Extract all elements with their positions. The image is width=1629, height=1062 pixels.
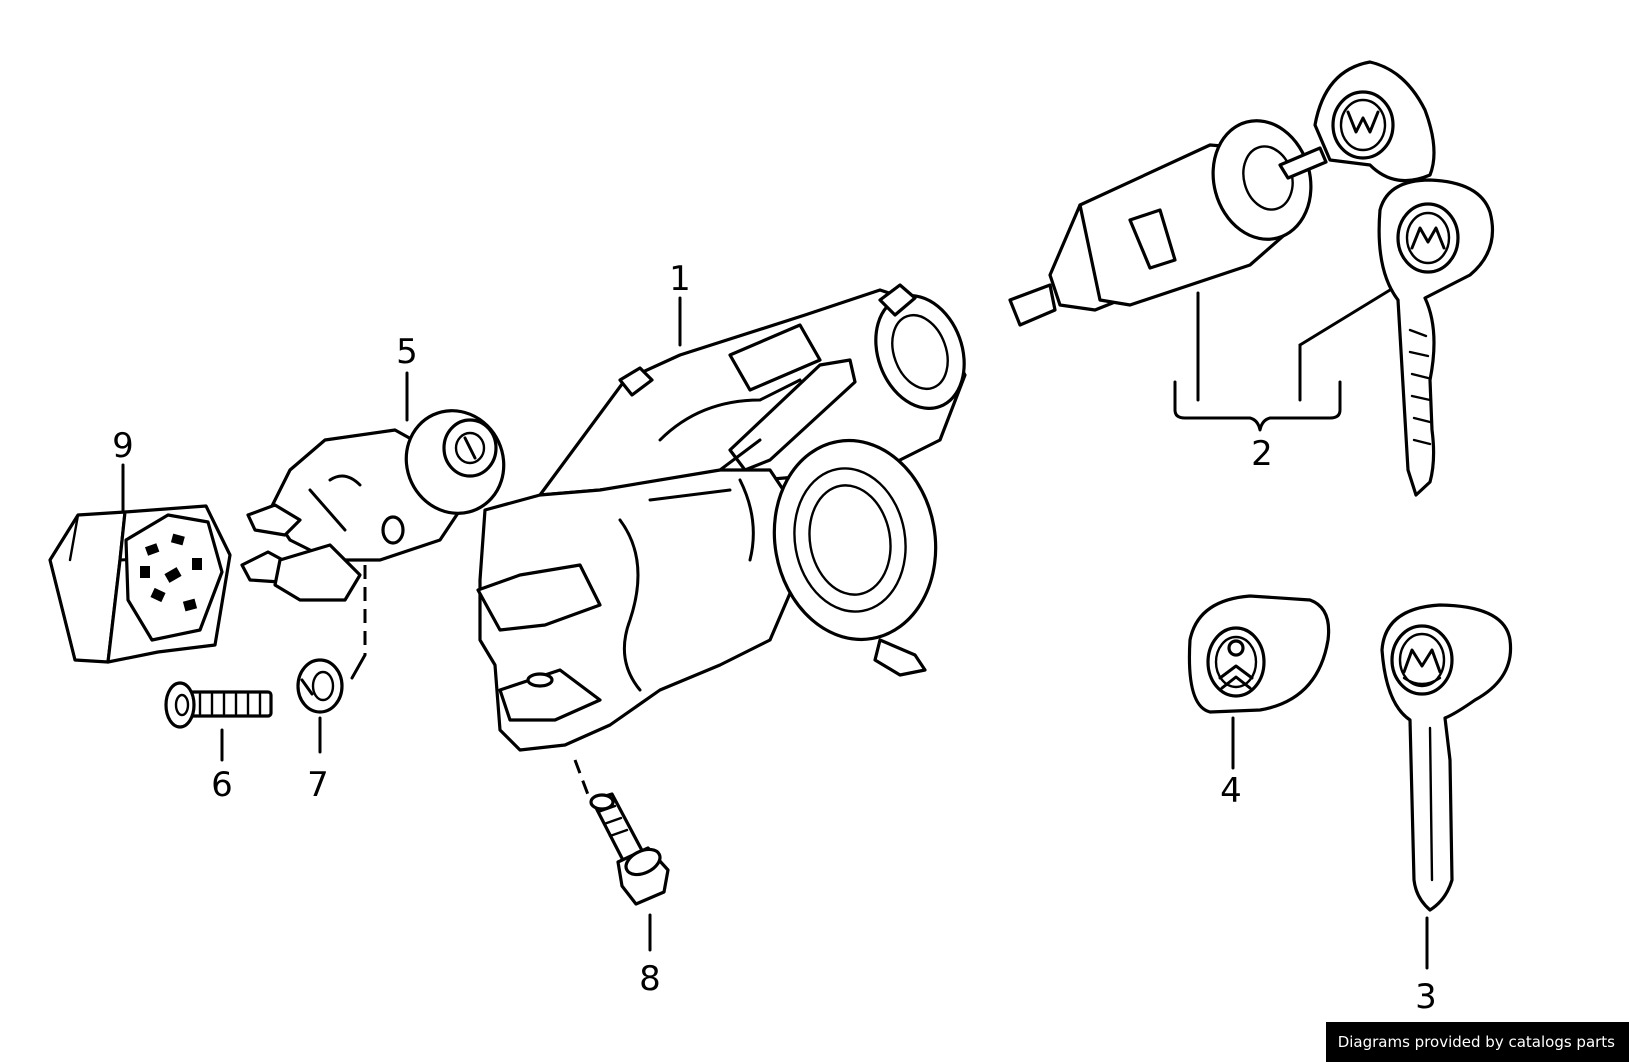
credit-label: Diagrams provided by catalogs parts	[1325, 1022, 1629, 1062]
part-5-ignition-switch[interactable]	[240, 395, 520, 680]
callout-6: 6	[211, 765, 233, 805]
part-6-screw[interactable]	[164, 681, 273, 729]
part-8-hex-bolt[interactable]	[573, 759, 670, 906]
callout-labels: 1 2 3 4 5 6 7 8 9	[112, 259, 1437, 1017]
leader-lines	[121, 296, 1429, 970]
part-9-connector-plug[interactable]	[48, 504, 232, 664]
part-2-lock-cylinder-with-keys[interactable]	[1008, 60, 1495, 497]
callout-5: 5	[396, 332, 418, 372]
part-7-spring-washer[interactable]	[296, 658, 344, 714]
callout-7: 7	[307, 765, 329, 805]
callout-9: 9	[112, 426, 134, 466]
part-3-key[interactable]	[1380, 603, 1513, 912]
callout-4: 4	[1220, 771, 1242, 811]
callout-1: 1	[669, 259, 691, 299]
callout-2: 2	[1251, 434, 1273, 474]
part-1-steering-lock-housing[interactable]	[476, 283, 979, 752]
part-4-key-cover[interactable]	[1187, 594, 1331, 714]
callout-8: 8	[639, 959, 661, 999]
callout-3: 3	[1415, 977, 1437, 1017]
